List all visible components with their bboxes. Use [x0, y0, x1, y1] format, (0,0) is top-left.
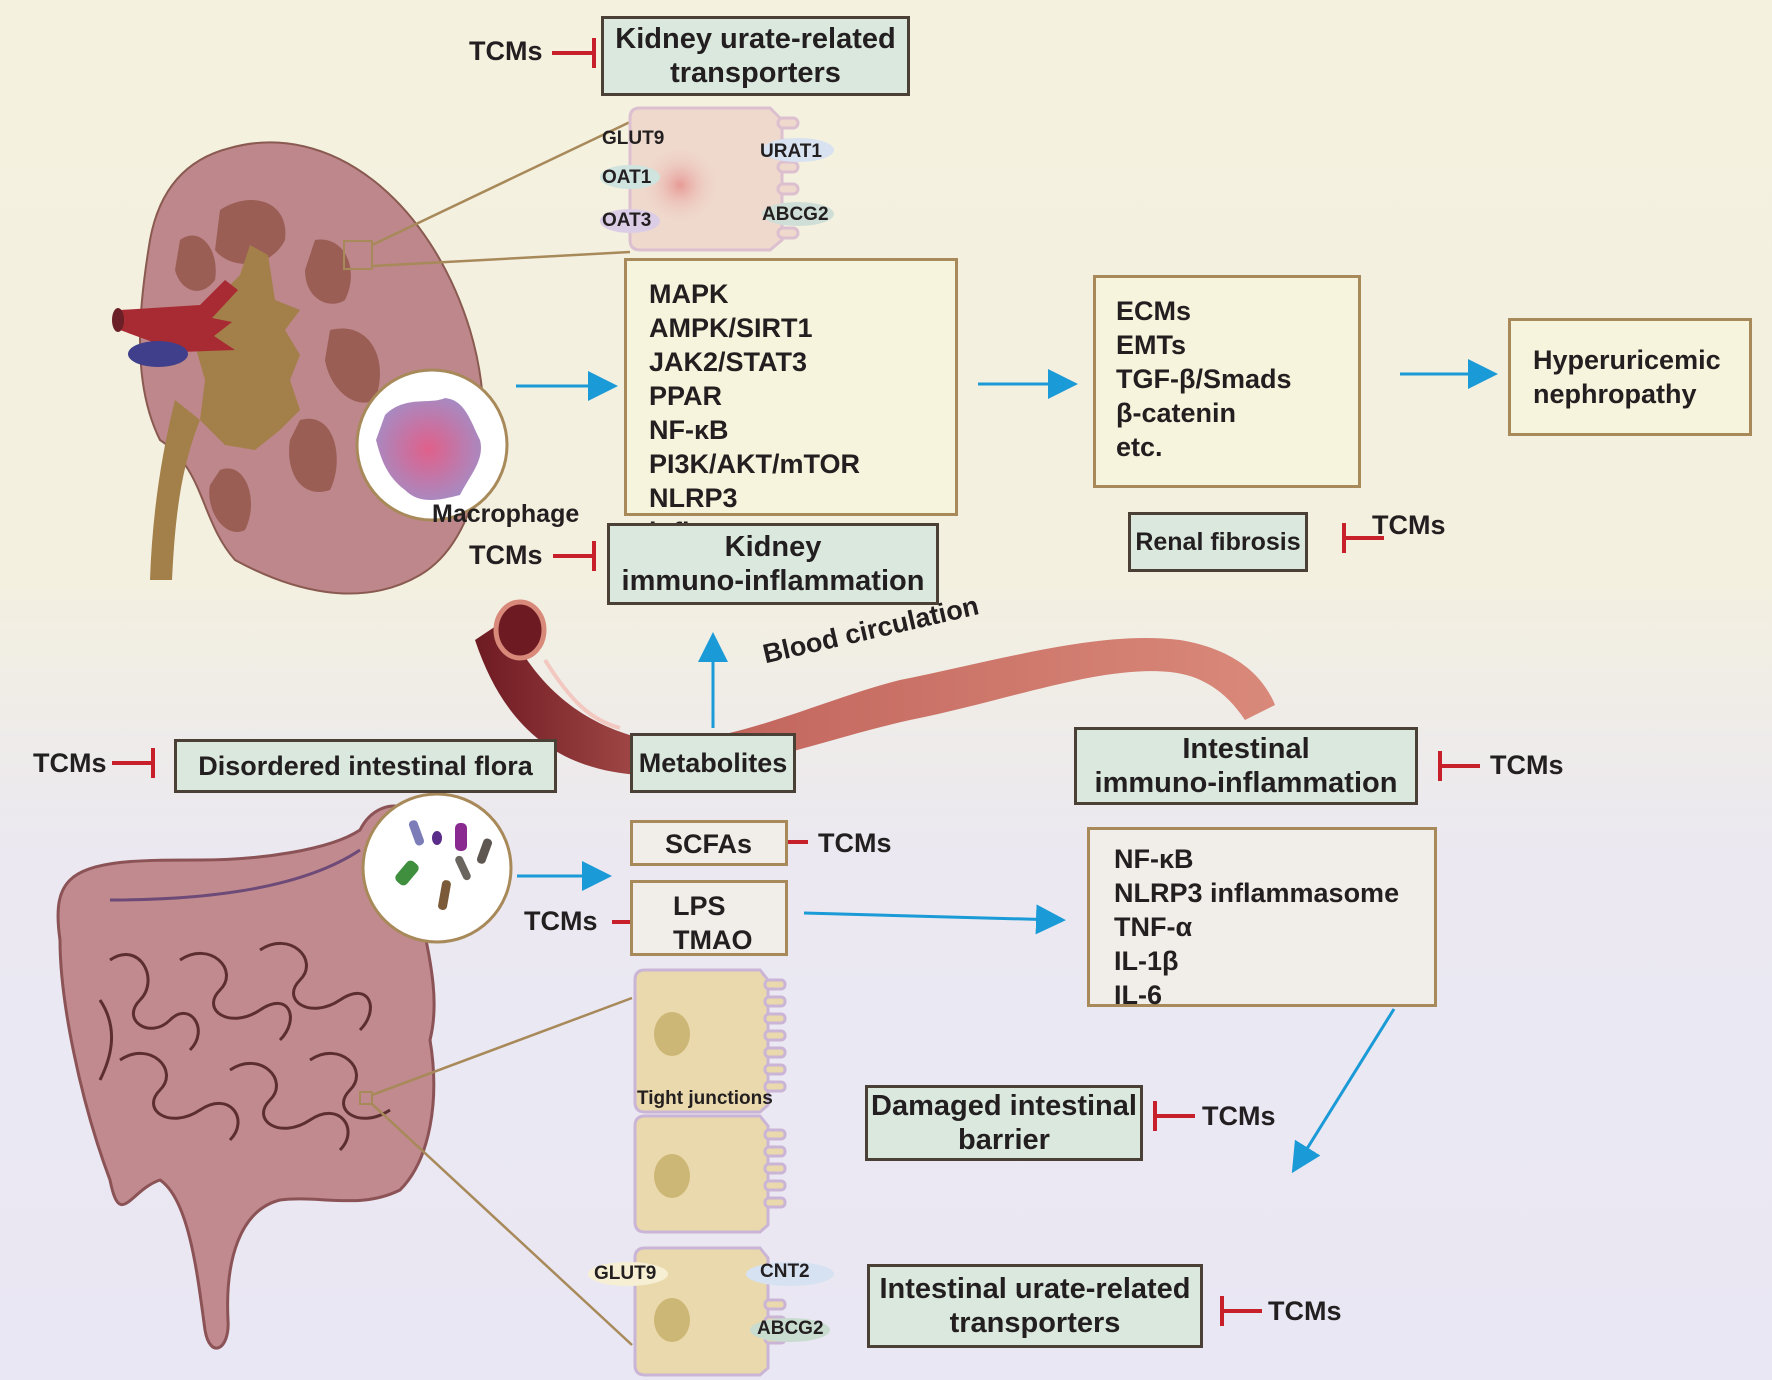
pathway-item: AMPK/SIRT1 — [649, 313, 813, 343]
cytokine-item: IL-6 — [1114, 980, 1163, 1010]
box-line: Kidney urate-related — [615, 23, 896, 55]
urat1-label: URAT1 — [760, 141, 822, 162]
tcms-label: TCMs — [1372, 510, 1446, 540]
kidney-transporters-box: Kidney urate-related transporters — [601, 16, 910, 96]
abcg2-label: ABCG2 — [762, 204, 829, 225]
marker-item: EMTs — [1116, 330, 1187, 360]
tcms-label: TCMs — [1490, 750, 1564, 780]
lps-tmao-box: LPS TMAO — [630, 880, 788, 956]
damaged-barrier-box: Damaged intestinal barrier — [865, 1085, 1143, 1161]
cytokine-item: NLRP3 inflammasome — [1114, 878, 1400, 908]
marker-item: β-catenin — [1116, 398, 1236, 428]
activation-arrows — [516, 359, 1498, 1174]
intestine-illustration — [56, 792, 633, 1350]
cnt2-label: CNT2 — [760, 1261, 810, 1282]
metabolites-box: Metabolites — [630, 733, 796, 793]
kidney-tubule-cell — [600, 106, 834, 252]
tight-junctions-label: Tight junctions — [637, 1088, 773, 1109]
tcms-label: TCMs — [469, 36, 543, 66]
glut9-label: GLUT9 — [594, 1263, 657, 1284]
macrophage-label: Macrophage — [432, 500, 580, 528]
blood-vessel — [475, 599, 1275, 776]
cytokine-item: IL-1β — [1114, 946, 1179, 976]
box-line: transporters — [670, 57, 841, 89]
oat1-label: OAT1 — [602, 167, 652, 188]
metabolite-item: LPS — [673, 891, 726, 921]
cytokine-item: TNF-α — [1114, 912, 1193, 942]
pathway-item: PI3K/AKT/mTOR — [649, 449, 861, 479]
pathway-item: PPAR — [649, 381, 723, 411]
outcome-line: Hyperuricemic — [1533, 345, 1721, 375]
scfas-box: SCFAs — [630, 820, 788, 866]
tcms-label: TCMs — [469, 540, 543, 570]
cytokine-item: NF-κB — [1114, 844, 1194, 874]
pathway-item: JAK2/STAT3 — [649, 347, 808, 377]
box-line: immuno-inflammation — [1094, 767, 1398, 799]
box-line: Damaged intestinal — [871, 1090, 1137, 1122]
disordered-flora-box: Disordered intestinal flora — [174, 739, 557, 793]
intestinal-transporters-box: Intestinal urate-related transporters — [867, 1264, 1203, 1348]
pathway-item: NF-κB — [649, 415, 729, 445]
fibrosis-markers-box: ECMs EMTs TGF-β/Smads β-catenin etc. — [1093, 275, 1361, 488]
marker-item: ECMs — [1116, 296, 1192, 326]
box-line: barrier — [958, 1124, 1050, 1156]
renal-fibrosis-box: Renal fibrosis — [1128, 512, 1308, 572]
metabolite-item: TMAO — [673, 925, 753, 955]
kidney-illustration — [112, 120, 631, 595]
tcms-label: TCMs — [818, 828, 892, 858]
box-line: Kidney — [724, 531, 822, 563]
oat3-label: OAT3 — [602, 210, 652, 231]
marker-item: TGF-β/Smads — [1116, 364, 1292, 394]
marker-item: etc. — [1116, 432, 1163, 462]
tcms-label: TCMs — [1268, 1296, 1342, 1326]
kidney-immuno-inflammation-box: Kidney immuno-inflammation — [607, 523, 939, 605]
tcms-label: TCMs — [1202, 1101, 1276, 1131]
tcms-label: TCMs — [33, 748, 107, 778]
box-line: immuno-inflammation — [621, 565, 925, 597]
glut9-label: GLUT9 — [602, 128, 665, 149]
abcg2-label: ABCG2 — [757, 1318, 824, 1339]
box-line: Intestinal urate-related — [879, 1273, 1191, 1305]
cytokines-box: NF-κB NLRP3 inflammasome TNF-α IL-1β IL-… — [1087, 827, 1437, 1010]
hyperuricemic-nephropathy-box: Hyperuricemic nephropathy — [1508, 318, 1752, 436]
pathway-item: MAPK — [649, 279, 729, 309]
intestinal-immuno-inflammation-box: Intestinal immuno-inflammation — [1074, 727, 1418, 805]
signaling-pathways-box: MAPK AMPK/SIRT1 JAK2/STAT3 PPAR NF-κB PI… — [624, 258, 958, 547]
box-line: transporters — [949, 1307, 1121, 1339]
outcome-line: nephropathy — [1533, 379, 1697, 409]
tcms-label: TCMs — [524, 906, 598, 936]
box-line: Intestinal — [1182, 733, 1310, 765]
